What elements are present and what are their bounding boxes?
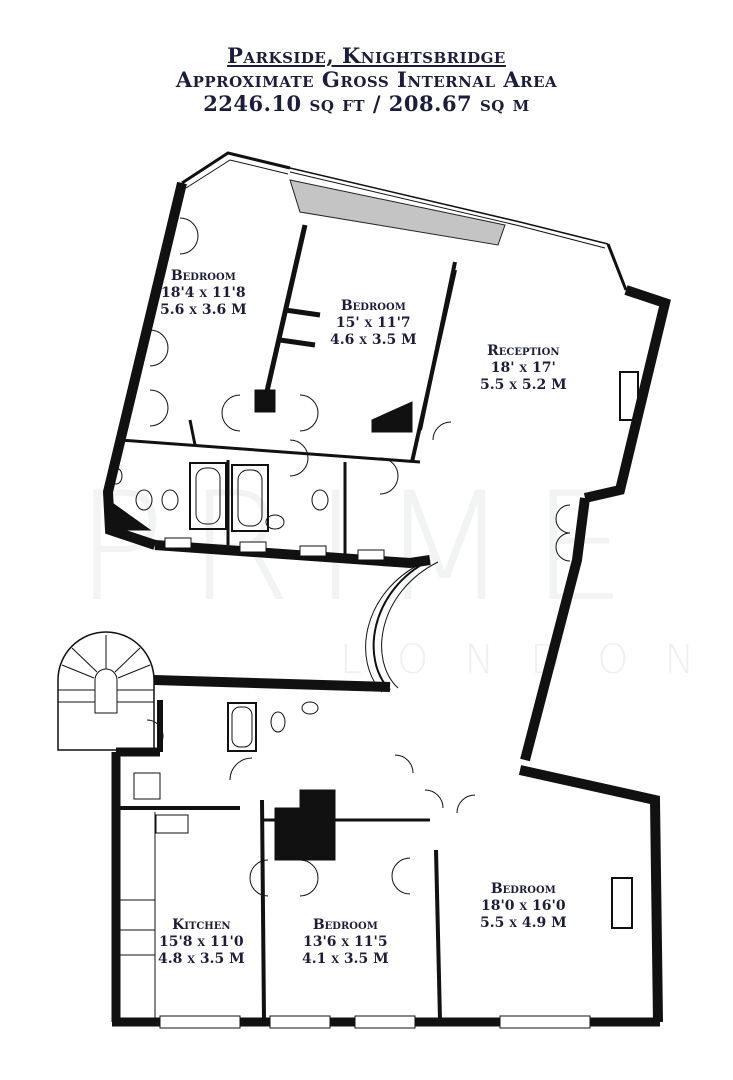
outer-wall-upper-bottom (154, 540, 431, 569)
area-value: 2246.10 sq ft / 208.67 sq m (203, 91, 530, 116)
room-label-reception: Reception 18' x 17' 5.5 x 5.2 M (480, 343, 567, 393)
room-label-bedroom-2: Bedroom 15' x 11'7 4.6 x 3.5 M (330, 298, 417, 348)
facade-glazing (289, 167, 609, 245)
corridor-wall (119, 438, 421, 464)
wall-bedroom-bedroom (434, 849, 442, 1021)
outer-wall-bed-right (518, 765, 663, 1023)
outer-wall-upper-left (102, 181, 187, 550)
area-heading: Approximate Gross Internal Area (175, 67, 558, 92)
wall-kitchen-bedroom (260, 799, 266, 1021)
bay-window-right (606, 243, 628, 291)
curved-corridor-wall (372, 559, 431, 691)
room-label-bedroom-4: Bedroom 18'0 x 16'0 5.5 x 4.9 M (480, 881, 567, 931)
room-label-bedroom-1: Bedroom 18'4 x 11'8 5.6 x 3.6 M (160, 268, 247, 318)
balcony (289, 179, 506, 246)
spiral-staircase (57, 631, 155, 751)
room-label-bedroom-3: Bedroom 13'6 x 11'5 4.1 x 3.5 M (302, 917, 389, 967)
floorplan-title: Parkside, Knightsbridge Approximate Gros… (0, 44, 733, 116)
property-name: Parkside, Knightsbridge (227, 43, 506, 68)
bay-window-left (181, 151, 291, 185)
room-label-kitchen: Kitchen 15'8 x 11'0 4.8 x 3.5 M (158, 917, 245, 967)
reception-lower-wall (520, 497, 590, 762)
outer-wall-lower-top (153, 675, 391, 692)
outer-wall-reception-right (583, 285, 671, 503)
wall-bed2-reception (418, 261, 457, 431)
